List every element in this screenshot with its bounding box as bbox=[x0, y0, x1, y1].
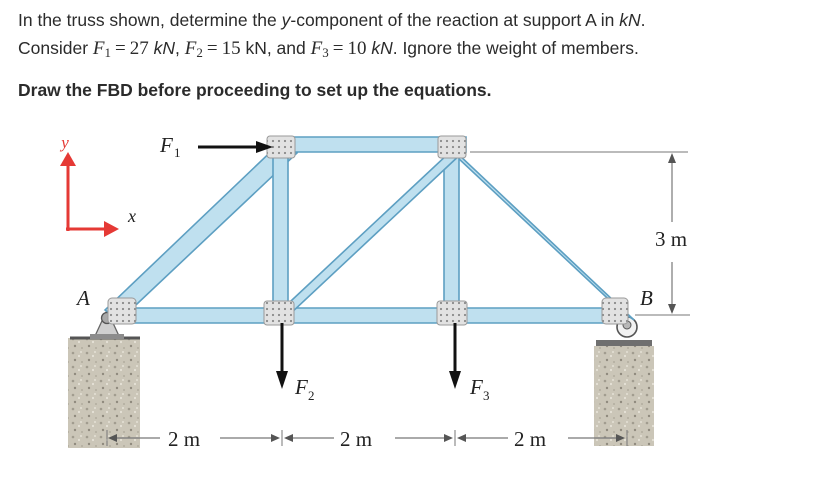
problem-text: -component of the reaction at support A … bbox=[290, 10, 620, 30]
x-axis-label: x bbox=[127, 206, 136, 226]
separator: , and bbox=[266, 38, 311, 58]
support-a-ground bbox=[68, 336, 140, 448]
height-dimension: 3 m bbox=[470, 151, 690, 316]
member-c-d bbox=[272, 144, 289, 316]
f1-label: F bbox=[159, 133, 173, 157]
f3-value: 10 bbox=[347, 38, 367, 59]
problem-text: . bbox=[640, 10, 646, 30]
span-arrowhead bbox=[616, 434, 625, 442]
equals-sign: = bbox=[332, 38, 344, 59]
f3-label-subscript: 3 bbox=[483, 388, 490, 403]
load-f1: F 1 bbox=[159, 133, 273, 160]
f1-value: 27 bbox=[129, 38, 149, 59]
unit-kn: kN bbox=[245, 38, 267, 58]
separator: , bbox=[175, 38, 185, 58]
instruction: Draw the FBD before proceeding to set up… bbox=[18, 80, 492, 100]
f1-label-subscript: 1 bbox=[174, 145, 181, 160]
member-d-e bbox=[273, 151, 466, 316]
span-arrowhead bbox=[284, 434, 293, 442]
span-dimensions: 2 m 2 m 2 m bbox=[106, 427, 628, 451]
y-variable: y bbox=[281, 10, 291, 30]
roller-plate bbox=[596, 340, 652, 346]
truss-members bbox=[103, 136, 635, 324]
span-arrowhead bbox=[108, 434, 117, 442]
problem-text: In the truss shown, determine the bbox=[18, 10, 282, 30]
member-a-c bbox=[103, 140, 299, 322]
unit-kn: kN bbox=[619, 10, 641, 30]
height-arrowhead-bottom bbox=[668, 304, 676, 314]
height-arrowhead-top bbox=[668, 153, 676, 163]
member-e-f bbox=[443, 144, 460, 316]
problem-line-2: Consider F1=27 kN, F2=15 kN, and F3=10 k… bbox=[18, 34, 808, 67]
load-f3: F 3 bbox=[449, 323, 490, 403]
span-label-3: 2 m bbox=[514, 427, 546, 451]
span-label-1: 2 m bbox=[168, 427, 200, 451]
f2-label-subscript: 2 bbox=[308, 388, 315, 403]
f3-label: F bbox=[469, 375, 483, 399]
support-a-label: A bbox=[75, 286, 90, 310]
f3-subscript: 3 bbox=[322, 45, 329, 60]
unit-kn: kN bbox=[153, 38, 175, 58]
f1-subscript: 1 bbox=[104, 45, 112, 60]
problem-text: . Ignore the weight of members. bbox=[392, 38, 639, 58]
x-axis-arrowhead bbox=[104, 221, 119, 237]
f2-subscript: 2 bbox=[196, 45, 203, 60]
y-axis-arrowhead bbox=[60, 152, 76, 166]
support-b-label: B bbox=[640, 286, 653, 310]
problem-line-1: In the truss shown, determine the y-comp… bbox=[18, 6, 808, 34]
ground-block-right bbox=[594, 346, 654, 446]
member-bottom-chord bbox=[109, 307, 621, 324]
span-arrowhead bbox=[271, 434, 280, 442]
equals-sign: = bbox=[206, 38, 218, 59]
problem-text: Consider bbox=[18, 38, 93, 58]
member-c-e bbox=[274, 136, 467, 153]
equals-sign: = bbox=[115, 38, 126, 59]
problem-statement: In the truss shown, determine the y-comp… bbox=[18, 6, 808, 67]
span-arrowhead bbox=[457, 434, 466, 442]
gusset-d bbox=[263, 300, 295, 326]
gusset-plates bbox=[107, 135, 629, 326]
member-e-b bbox=[440, 141, 635, 321]
coordinate-axes: y x bbox=[59, 133, 136, 237]
gusset-b bbox=[601, 297, 629, 325]
span-label-2: 2 m bbox=[340, 427, 372, 451]
height-dimension-label: 3 m bbox=[655, 227, 687, 251]
f3-symbol: F bbox=[310, 38, 323, 59]
span-arrowhead bbox=[444, 434, 453, 442]
unit-kn: kN bbox=[371, 38, 393, 58]
f1-symbol: F bbox=[92, 38, 105, 59]
ground-block-left bbox=[68, 338, 140, 448]
support-b-ground bbox=[594, 340, 654, 446]
gusset-e bbox=[437, 135, 467, 159]
y-axis-label: y bbox=[59, 133, 69, 152]
gusset-a bbox=[107, 297, 137, 325]
f2-value: 15 bbox=[221, 38, 241, 59]
f2-symbol: F bbox=[184, 38, 197, 59]
load-f2: F 2 bbox=[276, 323, 315, 403]
f2-label: F bbox=[294, 375, 308, 399]
gusset-f bbox=[436, 300, 468, 326]
